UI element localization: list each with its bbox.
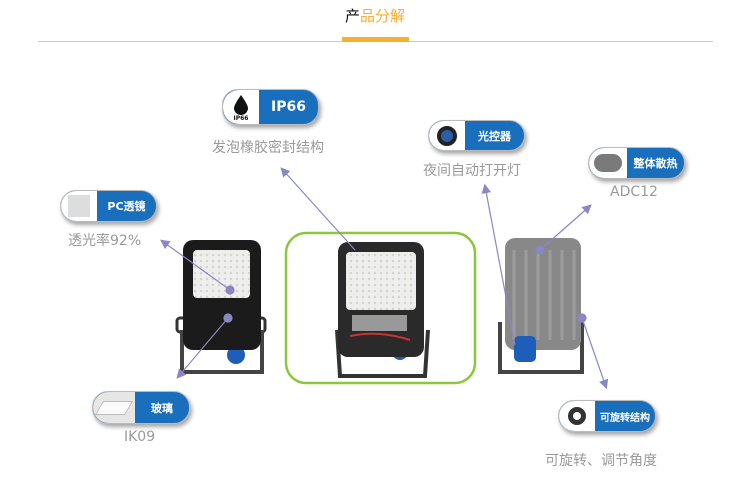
heatsink-icon (589, 148, 627, 178)
title-first-char: 产 (344, 7, 360, 25)
highlight-frame (284, 231, 477, 385)
callout-label: 玻璃 (151, 401, 173, 415)
lamp-back-view (498, 238, 584, 374)
callout-caption: 发泡橡胶密封结构 (212, 140, 324, 156)
callout-label: IP66 (271, 99, 306, 115)
lens-icon (61, 191, 97, 221)
lamp-front-view (175, 240, 267, 374)
ip66-water-drop-icon: IP66 (223, 90, 259, 124)
callout-caption: 夜间自动打开灯 (423, 163, 521, 179)
callout-label: 可旋转结构 (600, 412, 650, 424)
arrow-ip66 (280, 167, 356, 251)
title-rest: 品分解 (360, 7, 406, 25)
callout-glass: 玻璃 (92, 391, 190, 424)
title-underline-accent (342, 37, 409, 42)
callout-pc-lens: PC透镜 (60, 190, 157, 222)
callout-label: 整体散热 (633, 157, 678, 170)
callout-caption: IK09 (124, 429, 156, 445)
photocell-sensor-icon (429, 121, 465, 150)
callout-caption: 可旋转、调节角度 (545, 453, 657, 469)
glass-icon (93, 392, 135, 423)
svg-text:IP66: IP66 (234, 115, 249, 121)
arrow-photocell (481, 183, 516, 346)
arrow-lens (160, 239, 231, 291)
callout-heat-dissipation: 整体散热 (588, 147, 685, 179)
callout-caption: ADC12 (610, 184, 658, 200)
rotation-knob-icon (559, 401, 595, 431)
arrow-rotation (581, 317, 609, 390)
arrow-heatsink (539, 204, 592, 251)
lamp-open-view (335, 242, 430, 378)
callout-rotation: 可旋转结构 (558, 400, 656, 432)
callout-photocell: 光控器 (428, 120, 525, 151)
callout-label: 光控器 (478, 129, 511, 143)
callout-ip66: IP66 IP66 (222, 89, 319, 125)
callout-caption: 透光率92% (68, 233, 142, 249)
section-title: 产品分解 (0, 5, 750, 26)
callout-label: PC透镜 (107, 200, 146, 213)
arrow-glass (176, 317, 229, 379)
